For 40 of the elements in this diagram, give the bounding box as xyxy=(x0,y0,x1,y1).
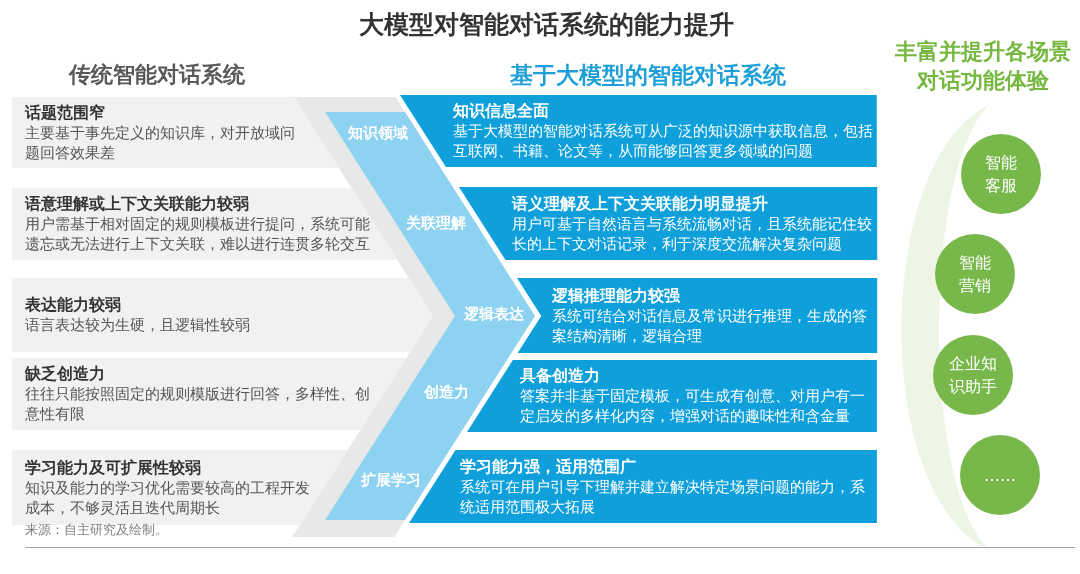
column-heading: 丰富并提升各场景对话功能体验 xyxy=(894,38,1072,95)
band-heading: 语意理解或上下文关联能力较弱 xyxy=(25,194,249,214)
band-description: 用户需基于相对固定的规则模板进行提问，系统可能遗忘或无法进行上下文关联，难以进行连贯多轮交互 xyxy=(25,215,371,254)
band-heading: 语义理解及上下文关联能力明显提升 xyxy=(511,193,768,214)
circle-label: 智能营销 xyxy=(958,252,992,297)
chevron-label: 扩展学习 xyxy=(360,470,421,490)
band-heading: 知识信息全面 xyxy=(452,101,549,121)
text-band xyxy=(12,450,348,525)
circle-label: 智能客服 xyxy=(984,152,1018,197)
column-heading: 传统智能对话系统 xyxy=(69,61,245,89)
band-description: 系统可结合对话信息及常识进行推理，生成的答案结构清晰，逻辑合理 xyxy=(552,306,868,346)
text-band xyxy=(12,97,339,168)
column-heading: 基于大模型的智能对话系统 xyxy=(510,60,786,90)
band-heading: 表达能力较弱 xyxy=(25,295,121,315)
band-heading: 学习能力及可扩展性较弱 xyxy=(25,457,201,478)
band-description: 主要基于事先定义的知识库，对开放域问题回答效果差 xyxy=(25,123,296,163)
band-heading: 学习能力强，适用范围广 xyxy=(459,456,636,477)
band-heading: 缺乏创造力 xyxy=(25,364,105,384)
band-description: 知识及能力的学习优化需要较高的工程开发成本，不够灵活且迭代周期长 xyxy=(25,478,311,518)
circle-label: …… xyxy=(983,464,1017,487)
band-description: 语言表达较为生硬，且逻辑性较弱 xyxy=(25,316,251,335)
band-description: 往往只能按照固定的规则模版进行回答，多样性、创意性有限 xyxy=(25,385,371,424)
feature-band xyxy=(467,360,877,432)
chevron-label: 创造力 xyxy=(424,382,470,402)
band-description: 系统可在用户引导下理解并建立解决特定场景问题的能力，系统适用范围极大拓展 xyxy=(459,477,866,517)
text-band xyxy=(12,358,407,430)
circle-label: 企业知识助手 xyxy=(948,353,998,398)
chevron-label: 关联理解 xyxy=(405,213,466,233)
title: 大模型对智能对话系统的能力提升 xyxy=(358,10,734,40)
band-description: 基于大模型的智能对话系统可从广泛的知识源中获取信息，包括互联网、书籍、论文等，从而能够回答更多领域的问题 xyxy=(452,122,874,161)
band-description: 答案并非基于固定模板，可生成有创意、对用户有一定启发的多样化内容，增强对话的趣味性和含金量 xyxy=(520,387,866,426)
chevron-label: 逻辑表达 xyxy=(463,304,524,324)
chevron-label: 知识领域 xyxy=(348,123,409,143)
band-description: 用户可基于自然语言与系统流畅对话，且系统能记住较长的上下文对话记录，利于深度交流解决复杂问题 xyxy=(511,214,873,254)
band-heading: 话题范围窄 xyxy=(25,102,105,123)
band-heading: 逻辑推理能力较强 xyxy=(552,285,680,306)
text-band xyxy=(12,278,433,352)
text-band xyxy=(12,188,398,260)
band-heading: 具备创造力 xyxy=(520,366,600,386)
source-note: 来源：自主研究及绘制。 xyxy=(25,521,168,539)
